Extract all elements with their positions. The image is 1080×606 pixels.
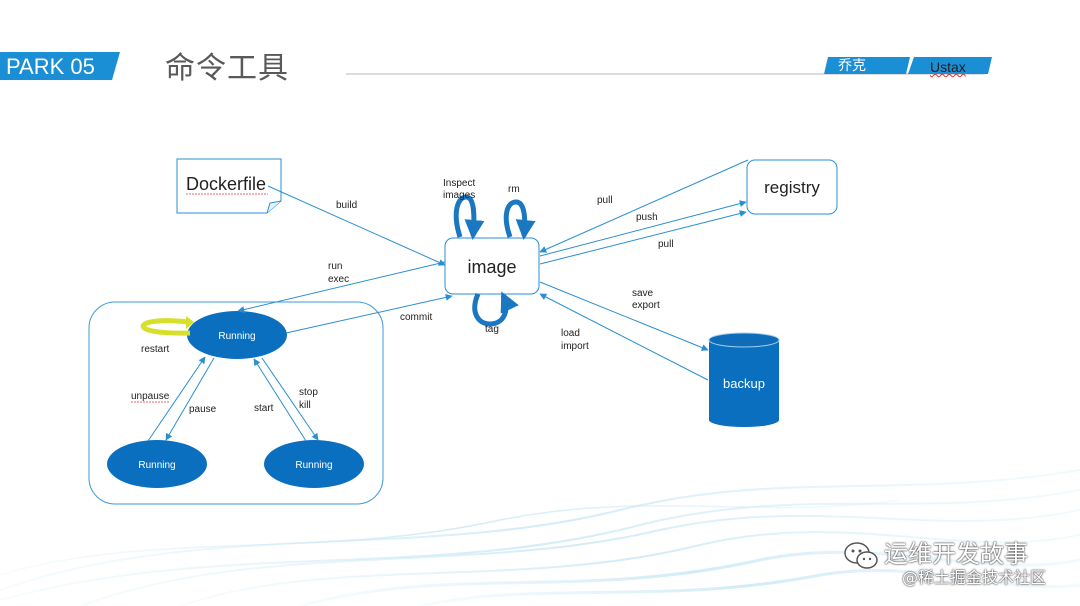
edge-pull-out <box>539 210 747 265</box>
author-zh: 乔克 <box>838 58 866 74</box>
edge-commit <box>285 293 453 334</box>
edge-label-inspect: Inspect <box>443 178 475 189</box>
edge-label-stop: stop <box>299 387 318 398</box>
edge-stop <box>261 357 319 441</box>
running-stopped-node[interactable] <box>264 440 364 488</box>
edge-label-rm: rm <box>508 184 520 195</box>
registry-node[interactable] <box>746 159 838 215</box>
page-title: 命令工具 <box>165 51 289 86</box>
running-paused-label: Running <box>138 460 175 471</box>
restart-arrowhead-icon <box>186 316 194 329</box>
running-main-node[interactable] <box>187 311 287 359</box>
author-en-badge <box>908 57 992 74</box>
edge-label-unpause: unpause <box>131 391 170 402</box>
edge-pause <box>165 357 215 441</box>
edge-label-pull-in: pull <box>597 195 613 206</box>
edge-label-export: export <box>632 300 660 311</box>
running-paused-node[interactable] <box>107 440 207 488</box>
image-node[interactable] <box>444 237 540 295</box>
edge-label-images: images <box>443 190 475 201</box>
edge-start <box>253 358 307 442</box>
edge-label-commit: commit <box>400 312 432 323</box>
edge-save <box>539 281 709 351</box>
edge-label-build: build <box>336 200 357 211</box>
edge-load <box>539 293 709 381</box>
park-label: PARK 05 <box>6 54 95 79</box>
edge-label-restart: restart <box>141 344 170 355</box>
edge-label-start: start <box>254 403 274 414</box>
image-label: image <box>467 257 516 277</box>
author-en: Ustax <box>930 59 966 75</box>
loop-restart-icon <box>140 318 191 336</box>
edge-label-exec: exec <box>328 274 349 285</box>
dockerfile-label: Dockerfile <box>186 174 266 194</box>
registry-label: registry <box>764 178 820 197</box>
park-badge <box>0 52 120 80</box>
running-main-label: Running <box>218 331 255 342</box>
wechat-icon <box>844 542 878 569</box>
background-waves <box>0 469 1080 606</box>
edge-push <box>539 200 747 257</box>
edge-unpause <box>147 356 206 442</box>
edge-label-kill: kill <box>299 400 311 411</box>
backup-label: backup <box>723 376 765 391</box>
loop-inspect-icon <box>453 194 485 240</box>
watermark-community: @稀土掘金技术社区 <box>902 568 1047 587</box>
edge-label-load: load <box>561 328 580 339</box>
watermark-account: 运维开发故事 <box>884 540 1028 568</box>
dockerfile-fold <box>266 200 282 214</box>
edge-label-import: import <box>561 341 589 352</box>
container-lifecycle-box <box>88 301 384 505</box>
edge-label-pause: pause <box>189 404 217 415</box>
loop-rm-icon <box>503 199 536 240</box>
edge-pull-in <box>539 159 749 253</box>
backup-node[interactable] <box>708 332 780 427</box>
edge-label-tag: tag <box>485 324 499 335</box>
edge-label-run: run <box>328 261 342 272</box>
edge-build <box>267 185 446 266</box>
edge-label-push: push <box>636 212 658 223</box>
edge-label-pull-out: pull <box>658 239 674 250</box>
edge-label-save: save <box>632 288 654 299</box>
running-stopped-label: Running <box>295 460 332 471</box>
edge-run <box>237 261 446 313</box>
loop-tag-icon <box>472 291 519 327</box>
author-zh-badge <box>824 57 910 74</box>
